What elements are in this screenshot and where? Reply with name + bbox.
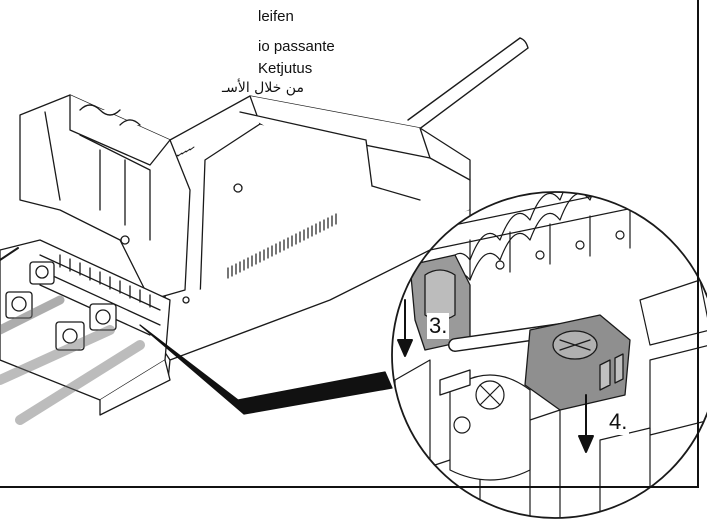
vent-grille-side [227,213,337,279]
instruction-label-finnish: Ketjutus [258,60,313,77]
step-4-label: 4. [607,409,630,435]
step-3-label: 3. [427,313,450,339]
arrow-step-4 [578,394,594,453]
clamp-step-4 [524,314,631,411]
instruction-label-german: leifen [258,8,294,25]
clamp-step-3 [409,254,471,351]
instruction-label-arabic: من خلال الأسـ [222,80,304,96]
wire-clamps [5,261,117,351]
frame-border-bottom [0,486,699,488]
inserted-wires [0,247,145,425]
frame-border-right [697,0,699,487]
arrow-step-3 [397,299,413,357]
cable [407,37,529,131]
magnified-detail [391,191,707,519]
pointer-wedge [139,324,393,415]
instruction-label-italian: io passante [258,38,335,55]
junction-box-housing [149,95,471,381]
hinged-cover [19,94,191,304]
